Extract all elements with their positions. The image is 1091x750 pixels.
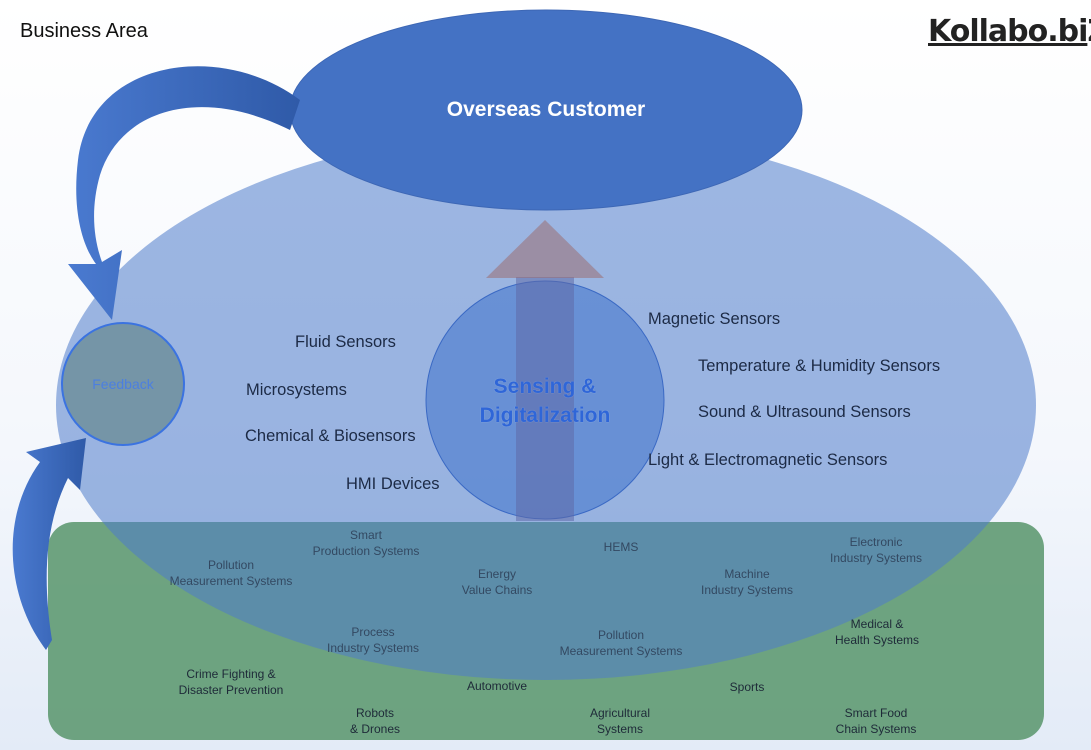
area-label: Robots& Drones [349,706,401,736]
sensor-label: Temperature & Humidity Sensors [698,357,941,375]
area-label: Crime Fighting &Disaster Prevention [178,667,284,697]
sensor-label: HMI Devices [346,475,440,493]
up-arrow [486,220,604,521]
feedback-circle [61,322,185,446]
curved-arrow-bottom [12,438,86,650]
brand-logo: Kollabo.biZ [928,14,1091,49]
sensor-label: Microsystems [246,381,347,399]
center-label: Sensing & Digitalization [479,375,611,428]
customer-label: Overseas Customer [446,98,646,121]
area-label: Sports [729,680,765,694]
sensor-label: Light & Electromagnetic Sensors [648,451,888,469]
curved-arrow-top [68,66,300,320]
sensor-label: Magnetic Sensors [648,310,781,328]
sensor-label: Chemical & Biosensors [245,427,416,445]
area-label: Automotive [466,679,528,693]
page-title: Business Area [20,20,148,42]
sensor-label: Sound & Ultrasound Sensors [698,403,911,421]
area-label: HEMS [603,540,639,554]
feedback-label: Feedback [92,376,154,392]
area-label: Medical &Health Systems [834,617,920,647]
sensor-label: Fluid Sensors [295,333,396,351]
